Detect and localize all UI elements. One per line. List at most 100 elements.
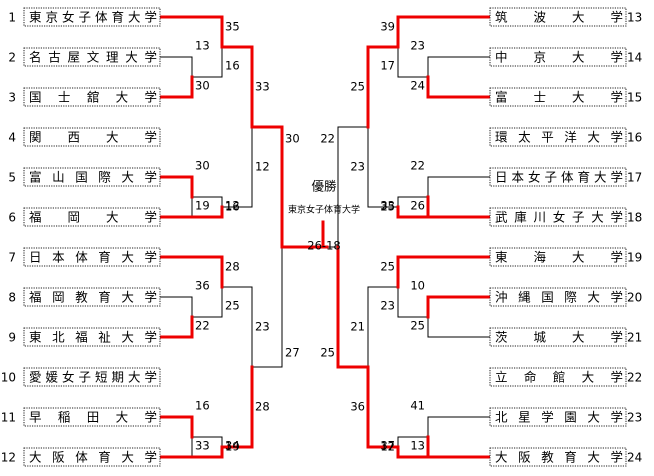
r1-score: 33 [195, 439, 210, 453]
team-box [489, 47, 627, 67]
seed-number: 2 [8, 51, 16, 65]
seed-number: 13 [627, 11, 642, 25]
r2-score: 34 [225, 439, 240, 453]
r1-score: 13 [195, 39, 210, 53]
team-box [23, 87, 161, 107]
team-box [489, 7, 627, 27]
seed-number: 24 [627, 451, 642, 465]
r2-score: 16 [225, 59, 240, 73]
r3-score: 25 [350, 80, 365, 94]
team-name: 国士舘大学 [29, 90, 157, 105]
r3-score: 12 [255, 160, 270, 174]
team-box [23, 127, 161, 147]
r2-score: 12 [225, 199, 240, 213]
seed-number: 22 [627, 371, 642, 385]
r1-score: 25 [410, 319, 425, 333]
seed-number: 7 [8, 251, 16, 265]
seed-number: 5 [8, 171, 16, 185]
r1-score: 16 [195, 399, 210, 413]
r1-score: 30 [195, 159, 210, 173]
team-box [489, 247, 627, 267]
seed-number: 15 [627, 91, 642, 105]
seed-number: 6 [8, 211, 16, 225]
r1-score: 22 [410, 159, 425, 173]
r1-score: 24 [410, 79, 425, 93]
seed-number: 3 [8, 91, 16, 105]
seed-number: 11 [1, 411, 16, 425]
r3-score: 33 [255, 80, 270, 94]
team-box [489, 287, 627, 307]
team-box [489, 367, 627, 387]
team-box [23, 47, 161, 67]
bracket-lines [159, 46, 491, 458]
r1-score: 41 [410, 399, 425, 413]
r1-score: 22 [195, 319, 210, 333]
seed-number: 14 [627, 51, 642, 65]
r2-score: 25 [225, 299, 240, 313]
r2-score: 28 [225, 260, 240, 274]
seed-number: 8 [8, 291, 16, 305]
team-box [489, 447, 627, 467]
r3-score: 21 [350, 320, 365, 334]
seed-number: 16 [627, 131, 642, 145]
r2-score: 19 [225, 440, 240, 454]
team-box [23, 247, 161, 267]
seed-number: 19 [627, 251, 642, 265]
team-box [489, 407, 627, 427]
team-box [23, 407, 161, 427]
seed-number: 18 [627, 211, 642, 225]
team-box [489, 167, 627, 187]
team-box [23, 447, 161, 467]
r3-score: 36 [350, 400, 365, 414]
team-name: 早稲田大学 [29, 410, 157, 425]
seed-number: 12 [1, 451, 16, 465]
team-box [489, 207, 627, 227]
seed-number: 23 [627, 411, 642, 425]
r2-score: 37 [380, 439, 395, 453]
r2-score: 33 [380, 199, 395, 213]
r3-score: 23 [255, 320, 270, 334]
team-box [23, 327, 161, 347]
team-box [23, 207, 161, 227]
r2-score: 35 [225, 20, 240, 34]
final-score: 26-18 [307, 239, 340, 253]
team-box [489, 87, 627, 107]
team-box [23, 167, 161, 187]
champion-name: 東京女子体育大学 [288, 204, 360, 216]
r2-score: 16 [225, 200, 240, 214]
seed-number: 10 [1, 371, 16, 385]
r1-score: 26 [410, 199, 425, 213]
r1-score: 23 [410, 39, 425, 53]
r3-score: 28 [255, 400, 270, 414]
semi-score: 25 [320, 346, 335, 360]
team-box [23, 7, 161, 27]
seed-number: 1 [8, 11, 16, 25]
seed-number: 17 [627, 171, 642, 185]
team-box [23, 287, 161, 307]
semi-score: 27 [285, 346, 300, 360]
semi-score: 30 [285, 132, 300, 146]
r1-score: 36 [195, 279, 210, 293]
r2-score: 17 [380, 59, 395, 73]
team-box [489, 127, 627, 147]
r3-score: 23 [350, 160, 365, 174]
team-box [489, 327, 627, 347]
seed-number: 21 [627, 331, 642, 345]
r2-score: 25 [380, 260, 395, 274]
winner-path-lines [158, 15, 492, 459]
r2-score: 12 [380, 440, 395, 454]
team-boxes [23, 7, 627, 467]
r1-score: 13 [410, 439, 425, 453]
seed-number: 9 [8, 331, 16, 345]
r2-score: 25 [380, 200, 395, 214]
team-name: 立命館大学 [495, 370, 623, 385]
r1-score: 10 [410, 279, 425, 293]
r2-score: 39 [380, 20, 395, 34]
r1-score: 30 [195, 79, 210, 93]
semi-score: 22 [320, 132, 335, 146]
r2-score: 23 [380, 299, 395, 313]
team-box [23, 367, 161, 387]
seed-number: 4 [8, 131, 16, 145]
